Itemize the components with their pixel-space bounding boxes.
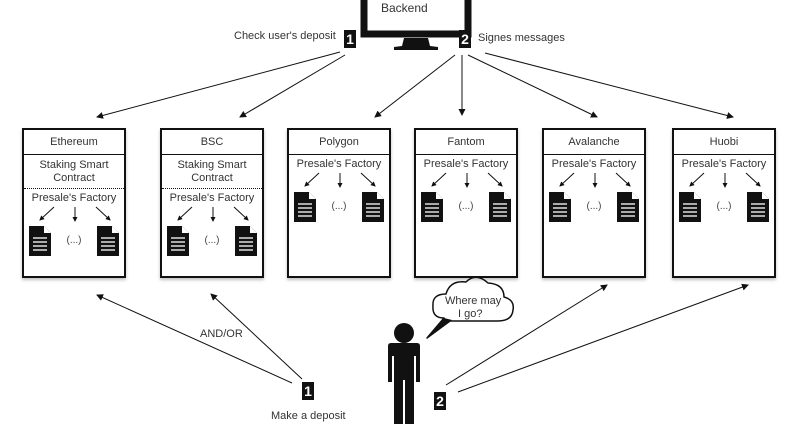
chain-title: BSC <box>162 130 262 155</box>
factory-diagram <box>549 172 639 222</box>
factory-arrow-right <box>95 206 111 221</box>
factory-arrow-right <box>745 172 761 187</box>
factory-arrow-left <box>689 172 705 187</box>
ellipsis-label: (...) <box>66 235 82 246</box>
chain-title: Avalanche <box>544 130 644 155</box>
ellipsis-label: (...) <box>586 201 602 212</box>
factory-diagram <box>294 172 384 222</box>
factory-docs: (...) <box>544 170 644 230</box>
document-icon <box>421 192 443 222</box>
chain-title: Huobi <box>674 130 774 155</box>
signs-messages-label: Signes messages <box>478 32 565 44</box>
factory-arrow-left <box>39 206 55 221</box>
step-1-badge-top: 1 <box>344 30 356 48</box>
ellipsis-label: (...) <box>716 201 732 212</box>
staking-line-1: Staking Smart <box>39 159 109 171</box>
and-or-label: AND/OR <box>200 328 243 340</box>
arrow-sign-avalanche <box>467 54 598 118</box>
document-icon <box>97 226 119 256</box>
factory-arrow-right <box>360 172 376 187</box>
arrow-user-avalanche <box>445 284 608 386</box>
factory-arrow-right <box>615 172 631 187</box>
chain-box-bsc: BSC Staking Smart Contract Presale's Fac… <box>160 128 264 278</box>
chain-box-huobi: Huobi Presale's Factory (...) <box>672 128 776 278</box>
factory-label: Presale's Factory <box>169 192 255 204</box>
arrow-user-huobi <box>457 283 749 393</box>
factory-docs: (...) <box>162 204 262 264</box>
document-icon <box>362 192 384 222</box>
factory-docs: (...) <box>416 170 516 230</box>
arrow-sign-polygon <box>374 54 456 118</box>
ellipsis-label: (...) <box>331 201 347 212</box>
chain-box-polygon: Polygon Presale's Factory (...) <box>287 128 391 278</box>
arrow-sign-huobi <box>484 52 734 119</box>
backend-label: Backend <box>381 1 428 15</box>
staking-contract: Staking Smart Contract <box>162 155 262 189</box>
document-icon <box>549 192 571 222</box>
chain-title: Polygon <box>289 130 389 155</box>
chain-title: Fantom <box>416 130 516 155</box>
document-icon <box>294 192 316 222</box>
factory-arrow-right <box>233 206 249 221</box>
arrow-check-ethereum <box>96 51 341 119</box>
factory-label: Presale's Factory <box>423 158 509 170</box>
staking-line-2: Contract <box>191 172 233 184</box>
thought-line-1: Where may <box>445 295 502 307</box>
step-2-badge-top: 2 <box>459 30 471 48</box>
person-icon <box>388 323 420 424</box>
factory-diagram <box>421 172 511 222</box>
ellipsis-label: (...) <box>458 201 474 212</box>
ellipsis-label: (...) <box>204 235 220 246</box>
arrow-deposit-bsc <box>210 293 303 380</box>
document-icon <box>29 226 51 256</box>
chain-box-fantom: Fantom Presale's Factory (...) <box>414 128 518 278</box>
staking-line-2: Contract <box>53 172 95 184</box>
chain-box-avalanche: Avalanche Presale's Factory (...) <box>542 128 646 278</box>
make-deposit-label: Make a deposit <box>271 410 346 422</box>
staking-contract: Staking Smart Contract <box>24 155 124 189</box>
factory-diagram <box>29 206 119 256</box>
factory-label: Presale's Factory <box>551 158 637 170</box>
factory-arrow-right <box>487 172 503 187</box>
document-icon <box>617 192 639 222</box>
document-icon <box>489 192 511 222</box>
document-icon <box>167 226 189 256</box>
factory-arrow-left <box>304 172 320 187</box>
factory-arrow-left <box>177 206 193 221</box>
arrow-check-bsc <box>239 54 346 118</box>
factory-arrow-left <box>431 172 447 187</box>
thought-line-2: I go? <box>458 308 483 320</box>
factory-docs: (...) <box>289 170 389 230</box>
factory-arrow-left <box>559 172 575 187</box>
chain-title: Ethereum <box>24 130 124 155</box>
factory-diagram <box>679 172 769 222</box>
step-1-badge-bottom: 1 <box>302 382 314 400</box>
step-2-badge-bottom: 2 <box>434 392 446 410</box>
staking-line-1: Staking Smart <box>177 159 247 171</box>
factory-label: Presale's Factory <box>31 192 117 204</box>
document-icon <box>235 226 257 256</box>
factory-label: Presale's Factory <box>296 158 382 170</box>
arrow-deposit-ethereum <box>96 294 293 384</box>
factory-docs: (...) <box>24 204 124 264</box>
factory-diagram <box>167 206 257 256</box>
monitor-icon <box>360 0 472 50</box>
check-deposit-label: Check user's deposit <box>234 30 336 42</box>
factory-docs: (...) <box>674 170 774 230</box>
factory-label: Presale's Factory <box>681 158 767 170</box>
document-icon <box>679 192 701 222</box>
document-icon <box>747 192 769 222</box>
chain-box-ethereum: Ethereum Staking Smart Contract Presale'… <box>22 128 126 278</box>
